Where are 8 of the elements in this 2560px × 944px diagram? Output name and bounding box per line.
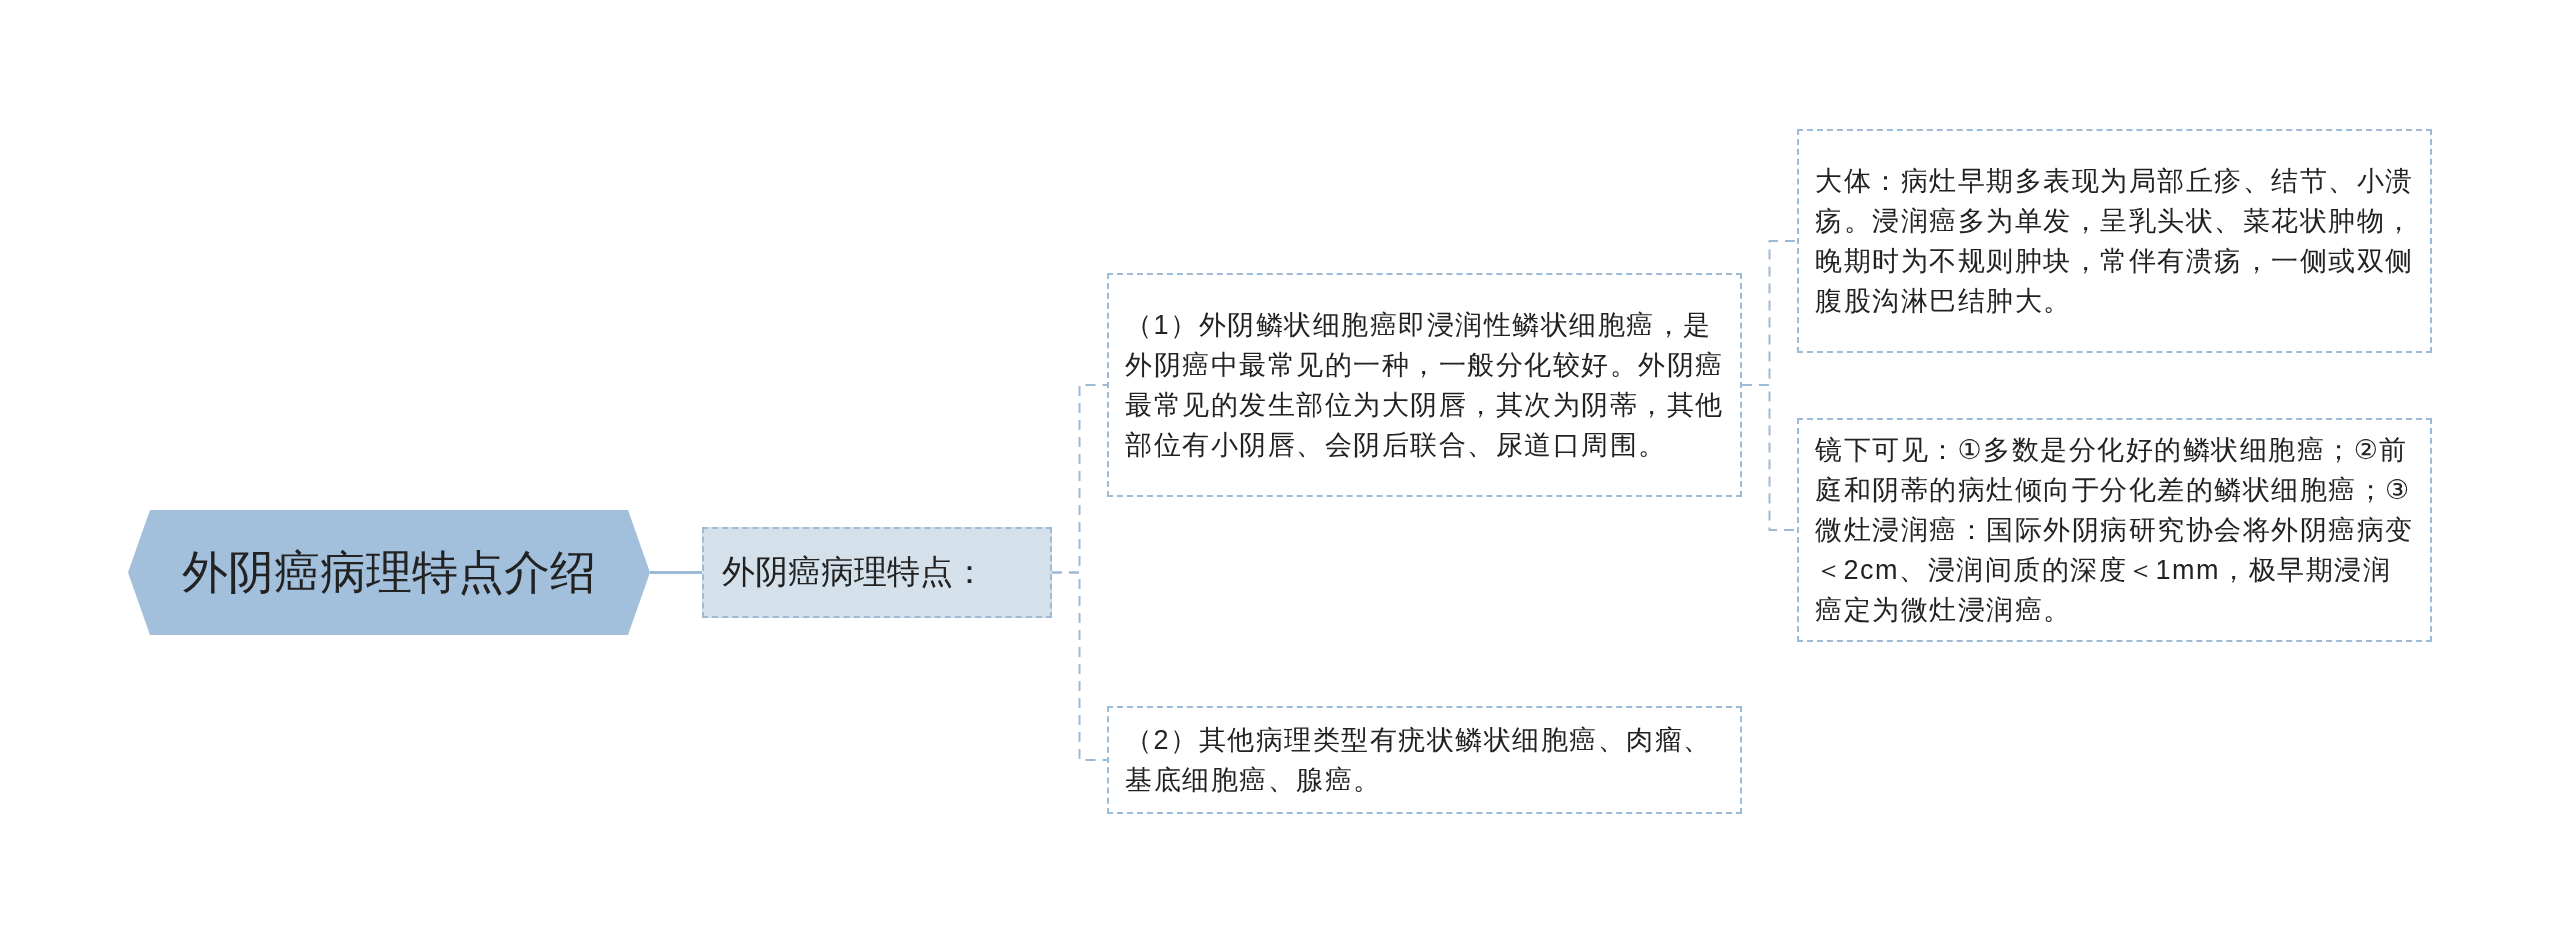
subtopic-box: 外阴癌病理特点： [702,527,1052,618]
note-box: 镜下可见：①多数是分化好的鳞状细胞癌；②前庭和阴蒂的病灶倾向于分化差的鳞状细胞癌；③微灶浸润癌：国际外阴病研究协会将外阴癌病变＜2cm、浸润间质的深度＜1mm，极早期浸润癌定为微灶浸润癌。 [1797,418,2432,642]
note-box: 大体：病灶早期多表现为局部丘疹、结节、小溃疡。浸润癌多为单发，呈乳头状、菜花状肿物，晚期时为不规则肿块，常伴有溃疡，一侧或双侧腹股沟淋巴结肿大。 [1797,129,2432,353]
note-box: （1）外阴鳞状细胞癌即浸润性鳞状细胞癌，是外阴癌中最常见的一种，一般分化较好。外阴癌最常见的发生部位为大阴唇，其次为阴蒂，其他部位有小阴唇、会阴后联合、尿道口周围。 [1107,273,1742,497]
note-box: （2）其他病理类型有疣状鳞状细胞癌、肉瘤、基底细胞癌、腺癌。 [1107,706,1742,814]
connector-line [650,571,702,574]
topic-hexagon: 外阴癌病理特点介绍 [128,510,650,635]
connector-line [1051,571,1108,761]
